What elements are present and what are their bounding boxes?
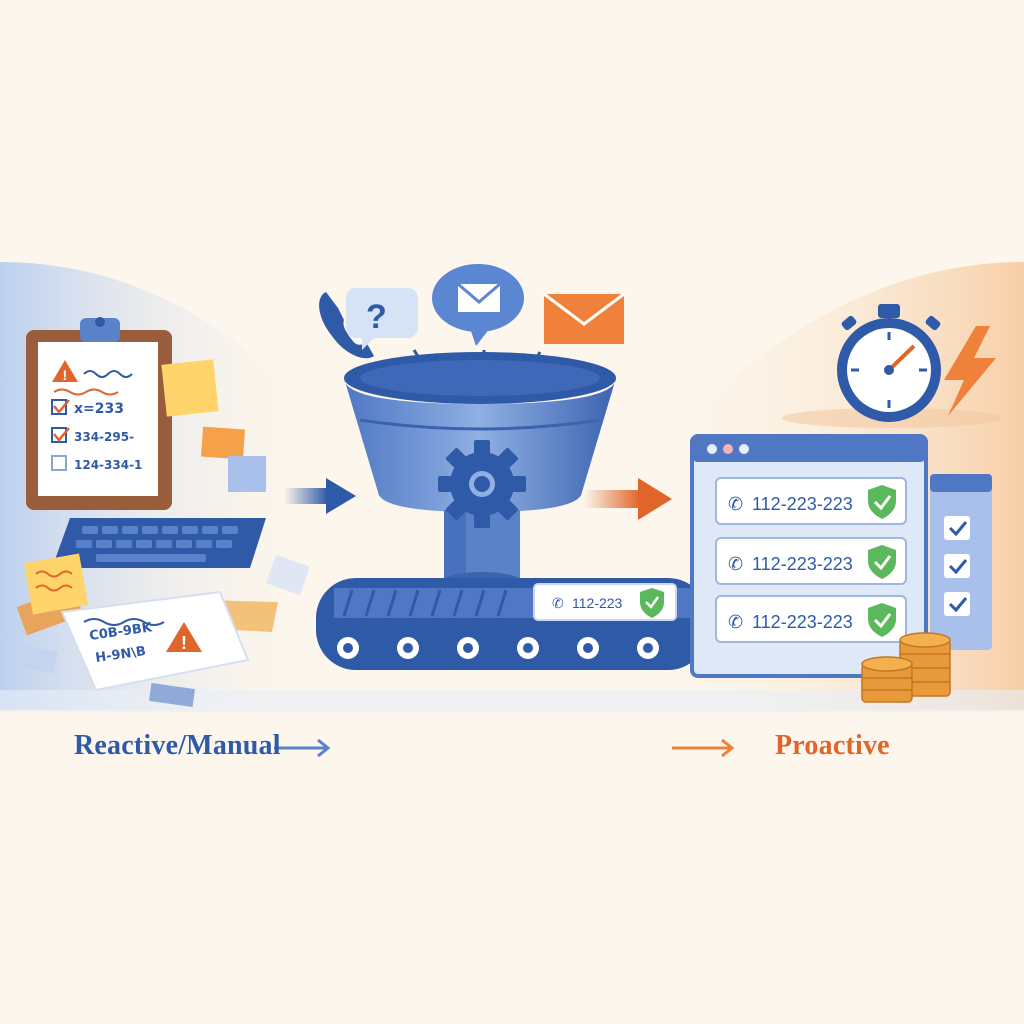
warning-icon: ! <box>166 622 202 653</box>
sticky-note-blue <box>228 456 266 492</box>
question-bubble-icon: ? <box>346 288 418 350</box>
check-icon <box>868 603 896 637</box>
check-icon <box>868 545 896 579</box>
gear-icon <box>438 440 526 528</box>
mail-bubble-icon <box>432 264 524 346</box>
funnel <box>344 352 616 592</box>
check-icon <box>868 485 896 519</box>
envelope-icon <box>543 292 625 344</box>
paper-line-2: H-9N\B <box>94 644 146 666</box>
proactive-label: Proactive <box>775 730 890 761</box>
result-row: ✆ 112-223-223 <box>715 595 907 643</box>
clipboard-line-3: 124-334-1 <box>74 458 142 472</box>
phone-icon: ✆ <box>728 612 743 632</box>
svg-text:?: ? <box>366 298 387 336</box>
coins-icon <box>861 632 951 703</box>
paper-sheet: C0B-9BK H-9N\B ! <box>60 590 250 692</box>
phone-icon: ✆ <box>728 554 743 574</box>
stopwatch-icon <box>782 304 1002 428</box>
clipboard-line-2: 334-295- <box>74 430 134 444</box>
conveyor-card-phone: 112-223 <box>572 595 623 611</box>
floor-strip <box>0 690 1024 712</box>
arrow-into-funnel <box>284 478 356 514</box>
result-row: ✆ 112-223-223 <box>715 537 907 585</box>
check-icon <box>640 588 664 618</box>
clipboard-line-1: x=233 <box>74 401 124 417</box>
sticky-note-orange <box>201 426 245 460</box>
sticky-note-yellow-2 <box>23 553 89 615</box>
svg-text:!: ! <box>181 633 187 653</box>
phone-icon: ✆ <box>728 494 743 514</box>
warning-icon: ! <box>52 360 78 383</box>
result-row-phone: 112-223-223 <box>752 612 853 632</box>
label-arrow-orange <box>672 738 735 758</box>
conveyor-phone-card: ✆ 112-223 <box>533 583 677 621</box>
clipboard: ! x=233 334-295- 124-334-1 <box>26 317 172 510</box>
sidebar-checkboxes <box>944 516 970 616</box>
label-arrow-blue <box>274 738 331 758</box>
arrow-out-of-funnel <box>584 478 672 520</box>
phone-icon <box>319 292 374 359</box>
sticky-note-yellow <box>161 359 219 417</box>
reactive-manual-label: Reactive/Manual <box>74 730 281 761</box>
result-row: ✆ 112-223-223 <box>715 477 907 525</box>
lightning-icon <box>944 326 996 416</box>
keyboard <box>52 518 266 568</box>
phone-icon: ✆ <box>552 595 564 611</box>
result-row-phone: 112-223-223 <box>752 494 853 514</box>
svg-text:!: ! <box>63 367 68 383</box>
check-icon <box>53 399 70 414</box>
result-row-phone: 112-223-223 <box>752 554 853 574</box>
